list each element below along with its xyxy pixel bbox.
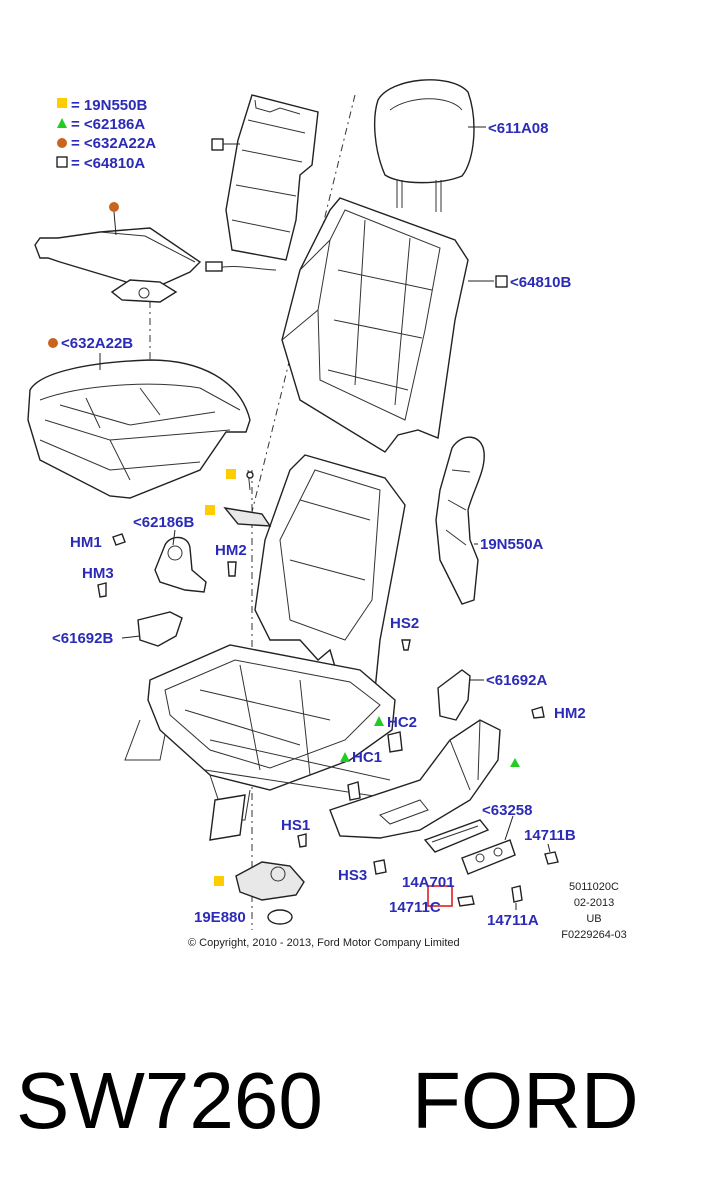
center-line-back <box>249 94 356 521</box>
part-code: SW7260 <box>16 1056 323 1145</box>
label-headrest: <611A08 <box>488 120 548 137</box>
label-knob-c: 14711C <box>389 899 441 916</box>
drawing-meta: 5011020C 02-2013 UB F0229264-03 <box>561 881 626 941</box>
back-trim-panel <box>435 436 485 605</box>
label-hc2: HC2 <box>387 714 417 731</box>
yellow-square-marker-icon-2 <box>205 505 215 515</box>
legend-item-3: = <632A22A <box>71 135 156 152</box>
legend-item-4: = <64810A <box>71 155 145 172</box>
orange-circle-cushion-icon <box>48 338 58 348</box>
label-hm2-left: HM2 <box>215 542 247 559</box>
label-side-shield: <63258 <box>482 802 532 819</box>
highlight-marker-icon <box>427 885 453 907</box>
brand-name: FORD <box>412 1056 639 1145</box>
label-side-cover-small: <61692A <box>486 672 547 689</box>
meta-line-1: 5011020C <box>569 881 619 893</box>
screws <box>97 533 545 875</box>
lumbar-motor <box>214 861 305 925</box>
switch-assembly <box>423 815 559 910</box>
label-hm3: HM3 <box>82 565 114 582</box>
back-heater-mat <box>205 94 319 272</box>
label-knob-b: 14711B <box>524 827 576 844</box>
legend-item-2: = <62186A <box>71 116 145 133</box>
label-hm1: HM1 <box>70 534 102 551</box>
label-motor: 19E880 <box>194 909 246 926</box>
label-knob-a: 14711A <box>487 912 539 929</box>
label-hc1: HC1 <box>352 749 382 766</box>
copyright: © Copyright, 2010 - 2013, Ford Motor Com… <box>188 937 460 949</box>
green-triangle-hc2-icon <box>374 716 384 726</box>
seat-cushion-pad <box>27 353 251 499</box>
label-backrest: <64810B <box>510 274 571 291</box>
label-hs1: HS1 <box>281 817 310 834</box>
legend-yellow-square-icon <box>57 98 67 108</box>
yellow-square-marker-icon-1 <box>226 469 236 479</box>
label-shield-bracket: <62186B <box>133 514 194 531</box>
label-cushion-pad: <632A22B <box>61 335 133 352</box>
green-triangle-marker-icon-side <box>510 758 520 767</box>
white-square-marker-icon <box>211 138 224 151</box>
seat-frame <box>124 454 406 841</box>
legend-orange-circle-icon <box>57 138 67 148</box>
label-switch: 14A701 <box>402 874 455 891</box>
white-square-backrest-icon <box>495 275 508 288</box>
legend-item-1: = 19N550B <box>71 97 147 114</box>
meta-line-3: UB <box>586 913 601 925</box>
legend-green-triangle-icon <box>57 118 67 128</box>
cushion-heater-mat <box>34 202 202 303</box>
label-hs2: HS2 <box>390 615 419 632</box>
shield-bracket <box>154 529 207 593</box>
yellow-square-motor-icon <box>214 876 224 886</box>
headrest <box>374 79 486 212</box>
label-hm2-right: HM2 <box>554 705 586 722</box>
side-cover-small <box>437 669 484 721</box>
yellow-bracket-group <box>205 469 272 527</box>
legend: = 19N550B = <62186A = <632A22A = <64810A <box>56 97 156 172</box>
green-triangle-hc1-icon <box>340 752 350 762</box>
meta-line-2: 02-2013 <box>574 897 614 909</box>
orange-circle-marker-icon <box>109 202 119 212</box>
label-recliner-cover: <61692B <box>52 630 113 647</box>
side-shield <box>329 719 520 839</box>
backrest-pad <box>281 197 508 453</box>
meta-line-4: F0229264-03 <box>561 929 626 941</box>
legend-white-square-icon <box>56 156 68 168</box>
label-hs3: HS3 <box>338 867 367 884</box>
label-back-trim-panel: 19N550A <box>480 536 544 553</box>
recliner-cover <box>121 611 183 647</box>
